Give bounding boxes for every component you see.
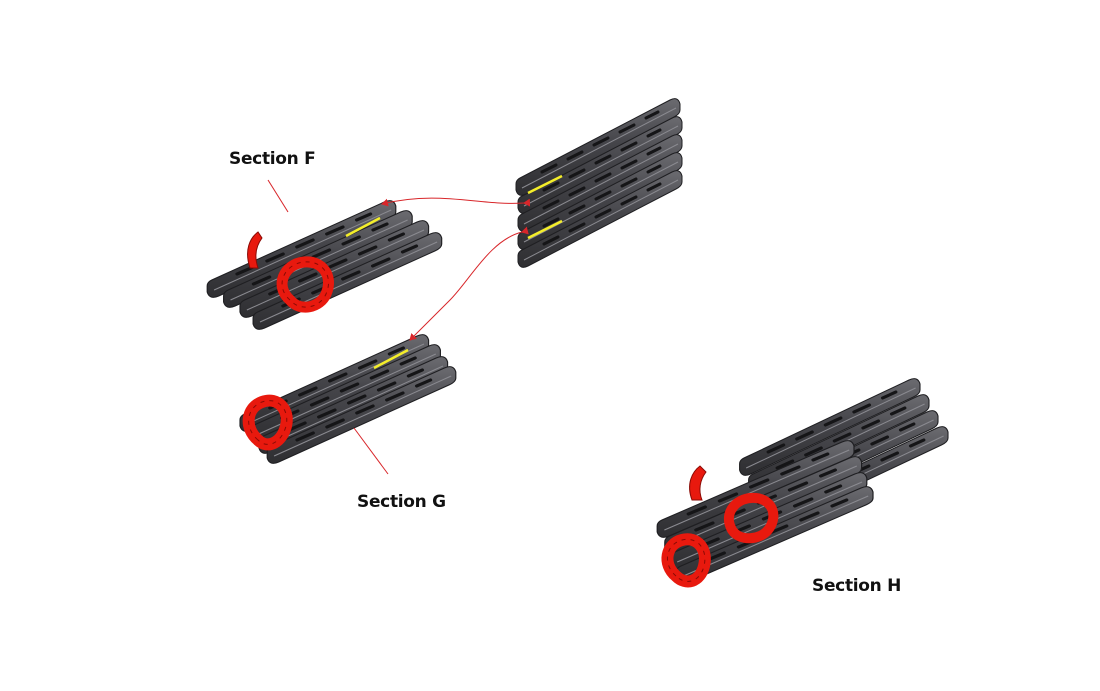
module-section-h [655,377,950,588]
highlight-edge-g [373,348,409,370]
arrow-top-to-f [381,197,531,207]
highlight-edge-2 [527,219,563,240]
leader-line-f [267,179,289,213]
red-clip-h [689,465,707,501]
leader-line-g [353,427,389,475]
red-ring-h-lower [661,533,711,588]
arrow-top-to-g [409,226,529,341]
module-section-g [238,332,458,466]
red-ring-f [276,256,334,313]
section-g-label: Section G [357,492,446,512]
highlight-edge-1 [527,174,563,195]
module-section-f [205,198,444,332]
red-ring-g [242,394,293,451]
red-ring-h-upper [724,492,779,544]
red-clip-f [247,231,263,269]
section-h-label: Section H [812,576,902,596]
section-f-label: Section F [229,149,316,169]
highlight-edge-f [345,216,381,238]
module-top-right [514,97,684,269]
